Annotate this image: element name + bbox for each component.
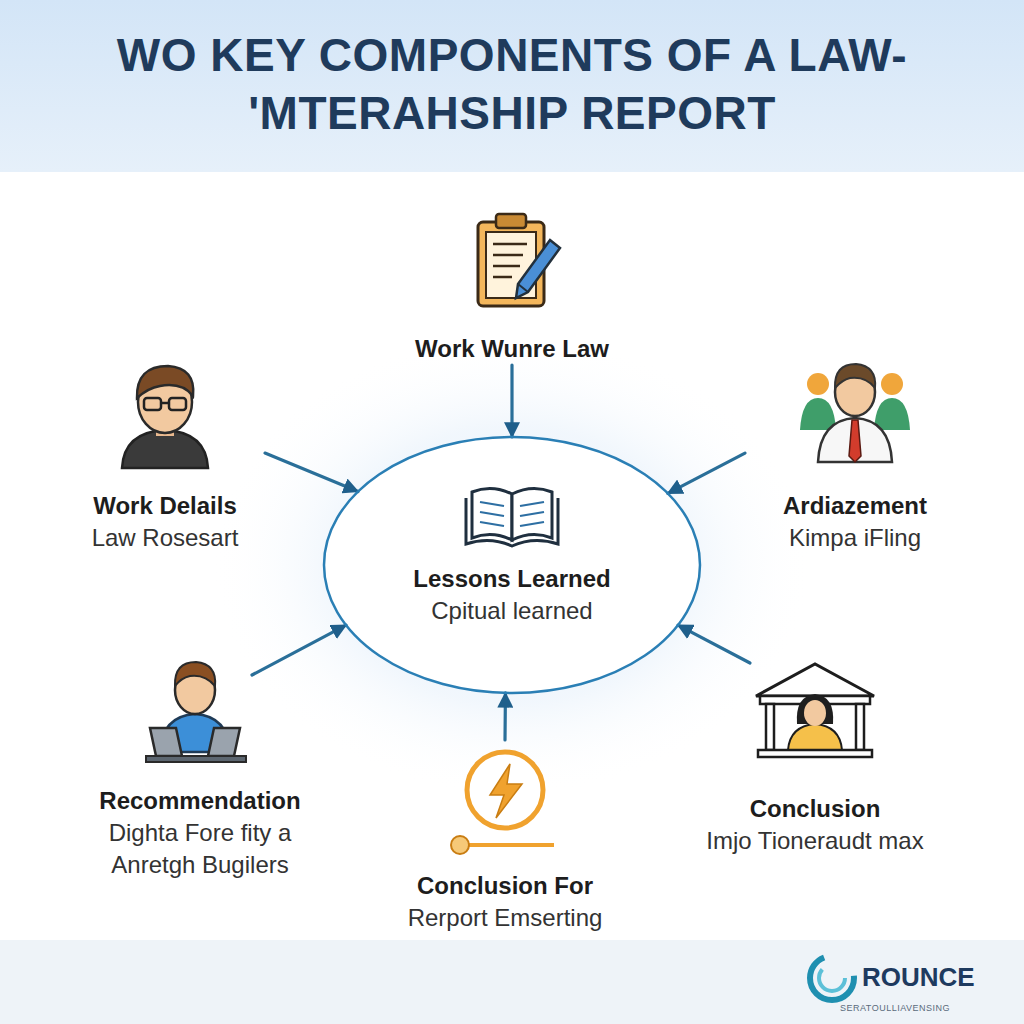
laptop-person-icon <box>146 662 246 762</box>
node-body: Imjo Tioneraudt max <box>685 825 945 857</box>
topic-item: RecommendationDighta Fore fity a Anretgh… <box>70 675 330 881</box>
topic-item: Work DelailsLaw Rosesart <box>65 380 265 554</box>
arrow-connector <box>668 453 745 493</box>
courthouse-icon <box>756 664 874 757</box>
arrow-connector <box>510 365 513 437</box>
business-people-icon <box>800 364 910 462</box>
clipboard-icon <box>478 214 560 306</box>
node-body: Rerport Emserting <box>355 902 655 934</box>
topic-item: ConclusionImjo Tioneraudt max <box>685 663 945 857</box>
book-icon <box>466 488 558 546</box>
topic-item: Conclusion ForRerport Emserting <box>355 740 655 934</box>
watermark-logo: ROUNCE <box>862 962 975 993</box>
title: WO KEY COMPONENTS OF A LAW- 'MTERAHSHIP … <box>40 26 984 142</box>
node-heading: Ardiazement <box>745 490 965 522</box>
node-body: Kimpa iFling <box>745 522 965 554</box>
arrow-connector <box>503 693 507 740</box>
node-heading: Work Delails <box>65 490 265 522</box>
logo-mark <box>810 956 854 1000</box>
node-heading: Conclusion <box>685 793 945 825</box>
node-heading: Lessons Learned <box>322 563 702 595</box>
topic-item: Work Wunre Law <box>362 333 662 365</box>
arrow-connector <box>265 453 358 492</box>
node-body: Law Rosesart <box>65 522 265 554</box>
lightning-icon <box>451 752 554 854</box>
arrow-connector <box>678 625 750 663</box>
node-heading: Conclusion For <box>355 870 655 902</box>
person-icon <box>122 366 208 468</box>
glow <box>212 335 812 795</box>
node-heading: Recommendation <box>70 785 330 817</box>
title-band <box>0 0 1024 172</box>
title-area: WO KEY COMPONENTS OF A LAW- 'MTERAHSHIP … <box>40 26 984 142</box>
node-body: Cpitual learned <box>322 595 702 627</box>
arrow-connector <box>252 625 346 675</box>
node-body: Dighta Fore fity a Anretgh Bugilers <box>70 817 330 881</box>
node-heading: Work Wunre Law <box>362 333 662 365</box>
footer-band <box>0 940 1024 1024</box>
watermark-tagline: SERATOULLIAVENSING <box>840 1003 950 1013</box>
topic-item: ArdiazementKimpa iFling <box>745 380 965 554</box>
center-ellipse: Lessons LearnedCpitual learned <box>322 435 702 695</box>
